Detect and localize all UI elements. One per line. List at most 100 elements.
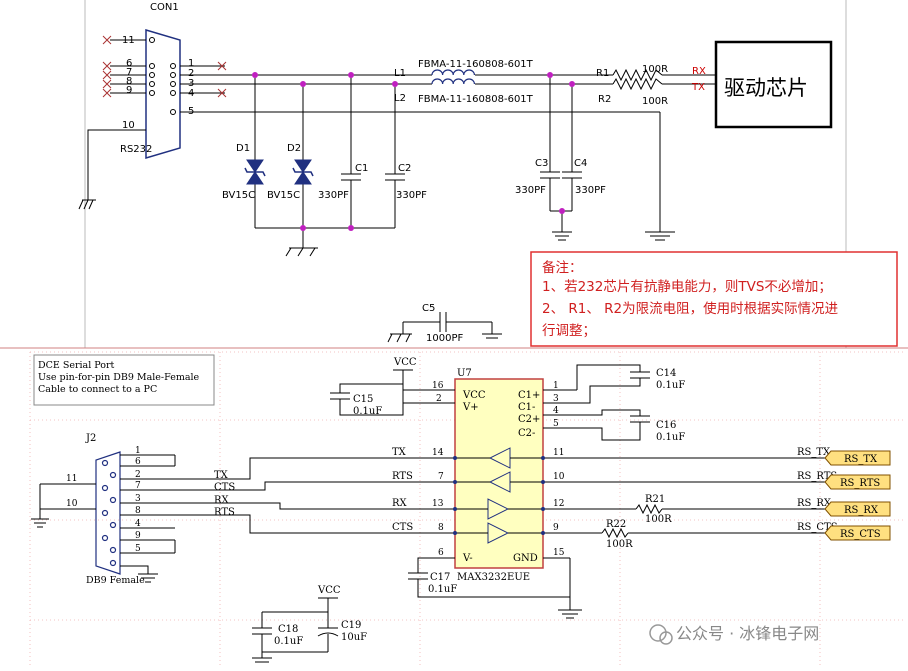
j2-pin-8: 8 [135, 506, 141, 516]
junction-dots [252, 72, 575, 231]
ferrite-beads [431, 69, 475, 85]
r2-label: R2 [598, 94, 611, 105]
r21-label: R21 [645, 494, 665, 505]
ic-c2p-pin-label: C2+ [518, 414, 540, 425]
c15-label: C15 [353, 394, 373, 405]
c3-c4-caps [540, 75, 675, 241]
header-line-1: DCE Serial Port [38, 360, 115, 371]
ic-part: MAX3232EUE [457, 572, 530, 583]
l2-label: L2 [394, 93, 406, 104]
vcc-c15-network [330, 369, 428, 416]
net-flags [824, 450, 891, 541]
rx-signal-label: RX [692, 66, 706, 77]
net-rts-mid: RTS [392, 471, 413, 482]
ic-pin-11: 11 [553, 448, 564, 458]
j2-label: J2 [85, 433, 96, 444]
c4-label: C4 [574, 158, 587, 169]
c14-value: 0.1uF [656, 380, 685, 391]
bottom-schematic: DCE Serial Port Use pin-for-pin DB9 Male… [0, 347, 908, 665]
ic-c2m-pin-label: C2- [518, 428, 535, 439]
j2-pin-6: 6 [135, 457, 141, 467]
ic-pin-4: 4 [553, 406, 559, 416]
c5-label: C5 [422, 303, 435, 314]
db9-to-ic-nets [175, 457, 428, 534]
c17-gnd-network [408, 557, 582, 619]
ic-pin-7: 7 [438, 472, 444, 482]
db9-pin-wires [31, 454, 176, 583]
c17-label: C17 [430, 572, 450, 583]
ic-vplus-pin-label: V+ [462, 402, 479, 413]
con1-pin-6: 6 [126, 58, 132, 69]
d1-tvs-icon [244, 159, 266, 185]
rs-rx-wire-label: RS_RX [797, 498, 832, 509]
j2-pin-3: 3 [135, 494, 141, 504]
header-box [33, 354, 215, 406]
c2-value: 330PF [396, 190, 427, 201]
header-line-3: Cable to connect to a PC [38, 384, 157, 395]
ic-pin-9: 9 [553, 523, 559, 533]
r1-r2-resistors [612, 68, 663, 91]
j2-pin-11: 11 [66, 474, 77, 484]
r1-label: R1 [596, 68, 609, 79]
ic-pin-6: 6 [438, 548, 444, 558]
con1-pin-2: 2 [188, 68, 194, 79]
c15-value: 0.1uF [353, 406, 382, 417]
net-cts-left: CTS [214, 482, 235, 493]
note-line-3: 行调整； [542, 323, 596, 339]
net-rts-left: RTS [214, 507, 235, 518]
ic-vminus-pin-label: V- [462, 553, 473, 564]
j2-pin-1: 1 [135, 446, 141, 456]
note-box [530, 251, 898, 347]
con1-pin-7: 7 [126, 67, 132, 78]
ic-pin-5: 5 [553, 419, 559, 429]
ic-gnd-pin-label: GND [513, 553, 538, 564]
j2-type-label: DB9 Female [86, 575, 145, 586]
ic-c1m-pin-label: C1- [518, 402, 535, 413]
c19-label: C19 [341, 620, 361, 631]
db9-connector [95, 451, 121, 575]
j2-pin-7: 7 [135, 481, 141, 491]
ic-pin-1: 1 [553, 381, 559, 391]
l1-label: L1 [394, 68, 406, 79]
con1-pin-10: 10 [122, 120, 135, 131]
j2-pin-9: 9 [135, 531, 141, 541]
con1-pin-1: 1 [188, 58, 194, 69]
driver-chip-box [714, 40, 833, 129]
net-rx-left: RX [214, 495, 230, 506]
ic-c1p-pin-label: C1+ [518, 390, 540, 401]
ic-vcc-pin-label: VCC [462, 390, 486, 401]
c19-value: 10uF [341, 632, 367, 643]
c14-c16-network [576, 364, 650, 441]
c5-cap [387, 312, 502, 343]
con1-pin-4: 4 [188, 88, 194, 99]
rs232-connector [78, 28, 227, 210]
top-schematic: CON1 11 6 7 8 9 10 1 2 3 4 5 RS232 L1 FB… [78, 0, 898, 348]
l2-part: FBMA-11-160808-601T [418, 94, 534, 105]
vcc-label-top: VCC [393, 357, 417, 368]
watermark-text: 公众号 · 冰锋电子网 [676, 624, 819, 643]
c3-value: 330PF [515, 185, 546, 196]
rs-cts-flag: RS_CTS [840, 529, 881, 540]
con1-pin-11: 11 [122, 35, 135, 46]
rs-rts-wire-label: RS_RTS [797, 471, 837, 482]
ic-pin-13: 13 [432, 499, 444, 509]
right-nets [570, 457, 825, 539]
net-tx-mid: TX [392, 447, 407, 458]
r22-value: 100R [606, 539, 633, 550]
ic-pin-16: 16 [432, 381, 444, 391]
c18-label: C18 [278, 624, 298, 635]
c1-value: 330PF [318, 190, 349, 201]
net-cts-mid: CTS [392, 522, 413, 533]
signal-wires [180, 74, 716, 232]
buffer-icons [487, 447, 511, 544]
con1-pin-9: 9 [126, 85, 132, 96]
c16-label: C16 [656, 420, 676, 431]
note-line-1: 1、若232芯片有抗静电能力，则TVS不必增加； [542, 279, 832, 295]
note-line-2: 2、 R1、 R2为限流电阻，使用时根据实际情况进 [542, 300, 839, 317]
d2-label: D2 [287, 143, 301, 154]
ic-pin-14: 14 [432, 448, 444, 458]
rs-tx-flag: RS_TX [844, 454, 878, 465]
c5-value: 1000PF [426, 333, 463, 344]
c16-value: 0.1uF [656, 432, 685, 443]
